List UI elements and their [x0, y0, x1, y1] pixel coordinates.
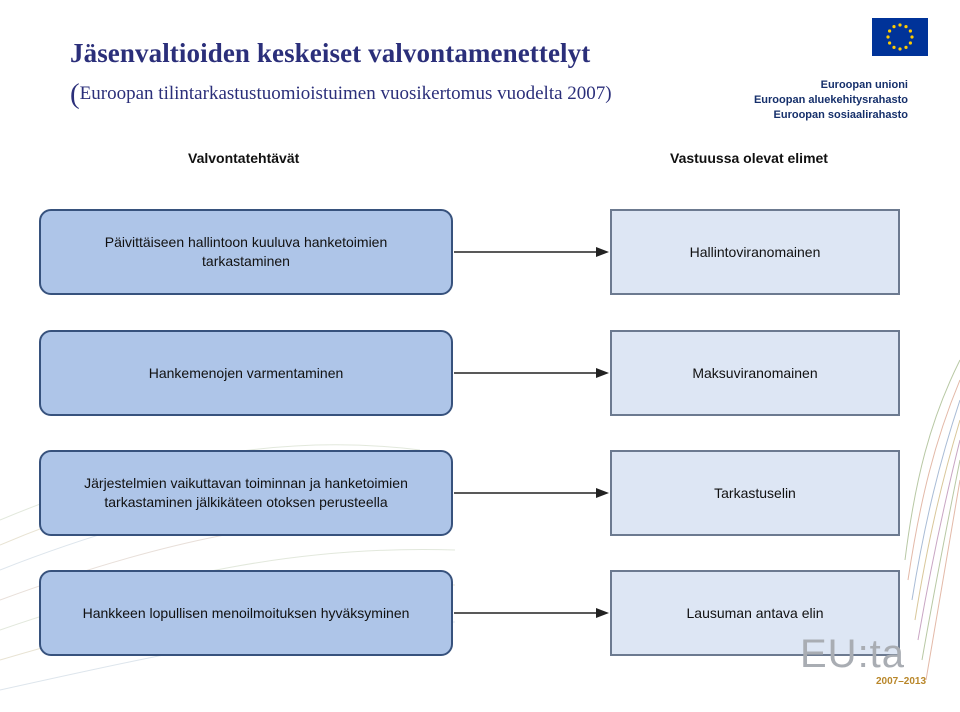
eu-star-icon — [910, 35, 914, 39]
eu-logo-text: Euroopan unioni Euroopan aluekehitysraha… — [754, 78, 908, 123]
body-box-4: Lausuman antava elin — [610, 570, 900, 656]
eu-star-icon — [886, 35, 890, 39]
eu-star-icon — [898, 23, 902, 27]
eu-star-icon — [898, 47, 902, 51]
page-title: Jäsenvaltioiden keskeiset valvontamenett… — [70, 38, 591, 68]
arrow-2 — [454, 368, 609, 378]
watermark-years: 2007–2013 — [876, 676, 927, 687]
eu-line-erdf: Euroopan aluekehitysrahasto — [753, 94, 908, 106]
eu-line-union: Euroopan unioni — [820, 79, 908, 91]
right-column-header: Vastuussa olevat elimet — [670, 150, 828, 166]
body-box-1: Hallintoviranomainen — [610, 209, 900, 295]
subtitle-text: Euroopan tilintarkastustuomioistuimen vu… — [79, 83, 612, 104]
task-box-2: Hankemenojen varmentaminen — [39, 330, 453, 416]
eu-star-icon — [892, 45, 896, 49]
eu-star-icon — [888, 29, 892, 33]
task-box-1: Päivittäiseen hallintoon kuuluva hanketo… — [39, 209, 453, 295]
eu-ta-watermark: EU:ta — [800, 632, 906, 676]
eu-star-icon — [908, 41, 912, 45]
arrow-4 — [454, 608, 609, 618]
arrow-3 — [454, 488, 609, 498]
left-column-header: Valvontatehtävät — [188, 150, 300, 166]
eu-line-esf: Euroopan sosiaalirahasto — [773, 109, 908, 121]
eu-star-icon — [908, 29, 912, 33]
subtitle-open-paren: ( — [70, 78, 80, 110]
eu-logo: Euroopan unioni Euroopan aluekehitysraha… — [754, 17, 940, 121]
arrow-1 — [454, 247, 609, 257]
eu-flag-icon — [872, 18, 928, 56]
body-box-3: Tarkastuselin — [610, 450, 900, 536]
eu-star-icon — [888, 41, 892, 45]
task-box-3: Järjestelmien vaikuttavan toiminnan ja h… — [39, 450, 453, 536]
eu-star-icon — [904, 45, 908, 49]
task-box-4: Hankkeen lopullisen menoilmoituksen hyvä… — [39, 570, 453, 656]
eu-star-icon — [892, 25, 896, 29]
eu-star-icon — [904, 25, 908, 29]
page-subtitle: (Euroopan tilintarkastustuomioistuimen v… — [70, 78, 612, 111]
body-box-2: Maksuviranomainen — [610, 330, 900, 416]
